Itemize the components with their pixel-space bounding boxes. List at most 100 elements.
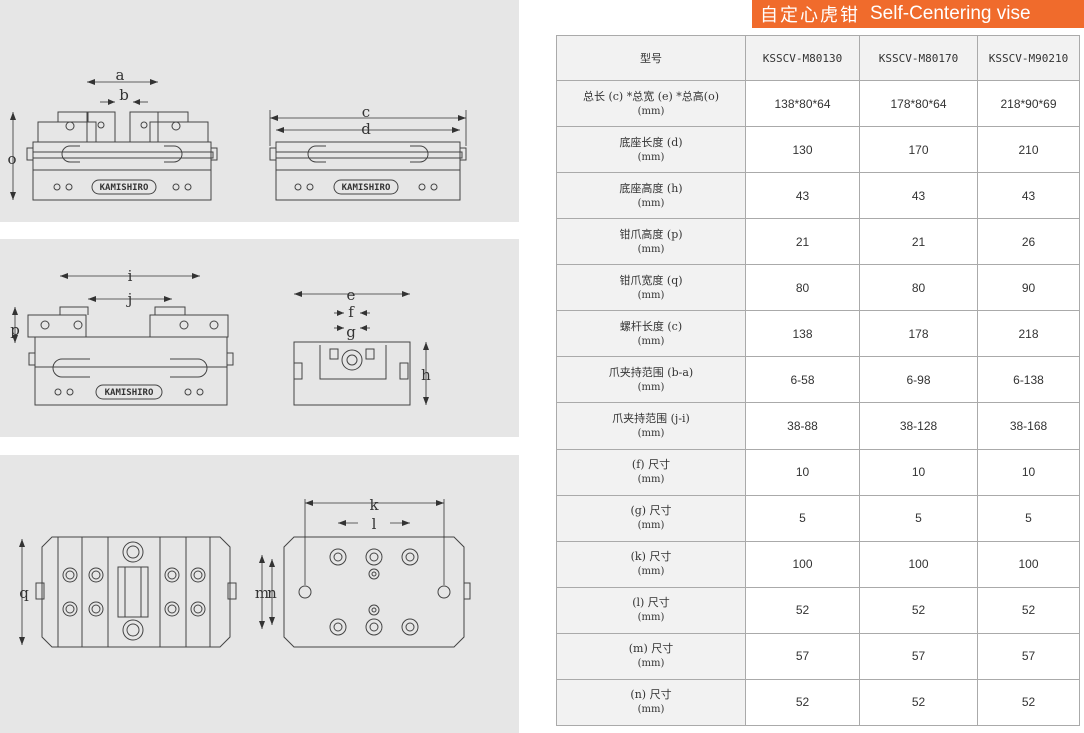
cell-value: 6-58 [745,356,860,404]
row-label: (m) 尺寸 [628,642,674,656]
drawing-panel-front-view: KAMISHIRO a b o KAMISHIRO c d [0,0,519,222]
row-label: 底座高度 (h) [619,181,683,195]
cell-value: 90 [977,264,1080,312]
table-header-row: 型号 KSSCV-M80130 KSSCV-M80170 KSSCV-M9021… [556,35,1080,81]
cell-value: 218*90*69 [977,79,1080,128]
cell-value: 178*80*64 [859,79,978,128]
cell-value: 21 [745,218,860,266]
row-unit: (mm) [637,381,665,393]
cell-value: 210 [977,126,1080,174]
brand-text-3: KAMISHIRO [105,388,154,398]
vise-front-right: KAMISHIRO [269,141,467,201]
cell-value: 218 [977,310,1080,358]
cell-value: 10 [745,448,860,496]
row-label: (k) 尺寸 [630,550,672,564]
dim-label-p: p [10,321,20,339]
row-unit: (mm) [637,243,665,255]
dim-label-h: h [421,366,431,384]
vise-side-left: KAMISHIRO [27,306,234,406]
cell-value: 178 [859,310,978,358]
cell-value: 130 [745,126,860,174]
brand-text-2: KAMISHIRO [342,183,391,193]
cell-value: 52 [859,586,978,634]
top-view-drawing: q k l m n [19,496,471,648]
dim-label-q: q [19,584,29,602]
row-label: (l) 尺寸 [632,596,670,610]
cell-value: 138*80*64 [745,79,860,128]
dim-label-k: k [369,496,379,514]
dim-label-b: b [119,86,129,104]
row-label: (g) 尺寸 [630,504,672,518]
header-m90210: KSSCV-M90210 [977,35,1080,81]
row-unit: (mm) [637,612,665,624]
cell-value: 38-168 [977,402,1080,450]
header-m80130: KSSCV-M80130 [745,35,860,81]
dim-label-d: d [361,120,371,138]
cell-value: 6-138 [977,356,1080,404]
row-label: 钳爪高度 (p) [619,227,683,241]
row-unit: (mm) [637,289,665,301]
cell-value: 80 [745,264,860,312]
row-unit: (mm) [637,566,665,578]
cell-value: 5 [859,494,978,542]
row-unit: (mm) [637,151,665,163]
cell-value: 38-88 [745,402,860,450]
row-label: 爪夹持范围 (b-a) [608,365,694,379]
cell-value: 43 [745,172,860,220]
dim-label-c: c [362,103,370,121]
cell-value: 170 [859,126,978,174]
cell-value: 80 [859,264,978,312]
row-label: (f) 尺寸 [631,458,671,472]
cell-value: 5 [745,494,860,542]
cell-value: 52 [977,678,1080,727]
row-label: 总长 (c) *总宽 (e) *总高(o) [582,89,720,103]
row-label: 爪夹持范围 (j-i) [612,411,690,425]
cell-value: 52 [745,586,860,634]
dim-label-m: m [255,584,269,602]
drawing-panel-top-view: q k l m n [0,455,519,733]
cell-value: 57 [977,632,1080,680]
dim-label-i: i [128,267,133,285]
header-model: 型号 [556,35,746,81]
front-view-drawing: KAMISHIRO a b o KAMISHIRO c d [7,66,467,201]
cell-value: 100 [977,540,1080,588]
title-banner: 自定心虎钳 Self-Centering vise [752,0,1084,28]
row-unit: (mm) [637,335,665,347]
cell-value: 38-128 [859,402,978,450]
drawing-panel-side-view: KAMISHIRO i j p e f g h [0,239,519,437]
cell-value: 52 [745,678,860,727]
dim-label-l: l [372,515,377,533]
brand-text-1: KAMISHIRO [100,183,149,193]
cell-value: 52 [859,678,978,727]
row-unit: (mm) [637,474,665,486]
dim-label-f: f [348,303,355,321]
dim-label-n: n [267,584,277,602]
dim-label-a: a [116,66,125,84]
row-label: 底座长度 (d) [619,135,683,149]
cell-value: 6-98 [859,356,978,404]
banner-title-cn: 自定心虎钳 [760,5,860,26]
vise-front-left: KAMISHIRO [26,111,218,201]
banner-title-en: Self-Centering vise [870,3,1031,24]
cell-value: 138 [745,310,860,358]
row-unit: (mm) [637,105,665,117]
cell-value: 10 [859,448,978,496]
header-m80170: KSSCV-M80170 [859,35,978,81]
dim-label-j: j [126,290,133,308]
spec-table: 型号 KSSCV-M80130 KSSCV-M80170 KSSCV-M9021… [556,35,1080,727]
side-view-drawing: KAMISHIRO i j p e f g h [10,267,431,406]
cell-value: 57 [859,632,978,680]
vise-top-base [283,536,471,648]
